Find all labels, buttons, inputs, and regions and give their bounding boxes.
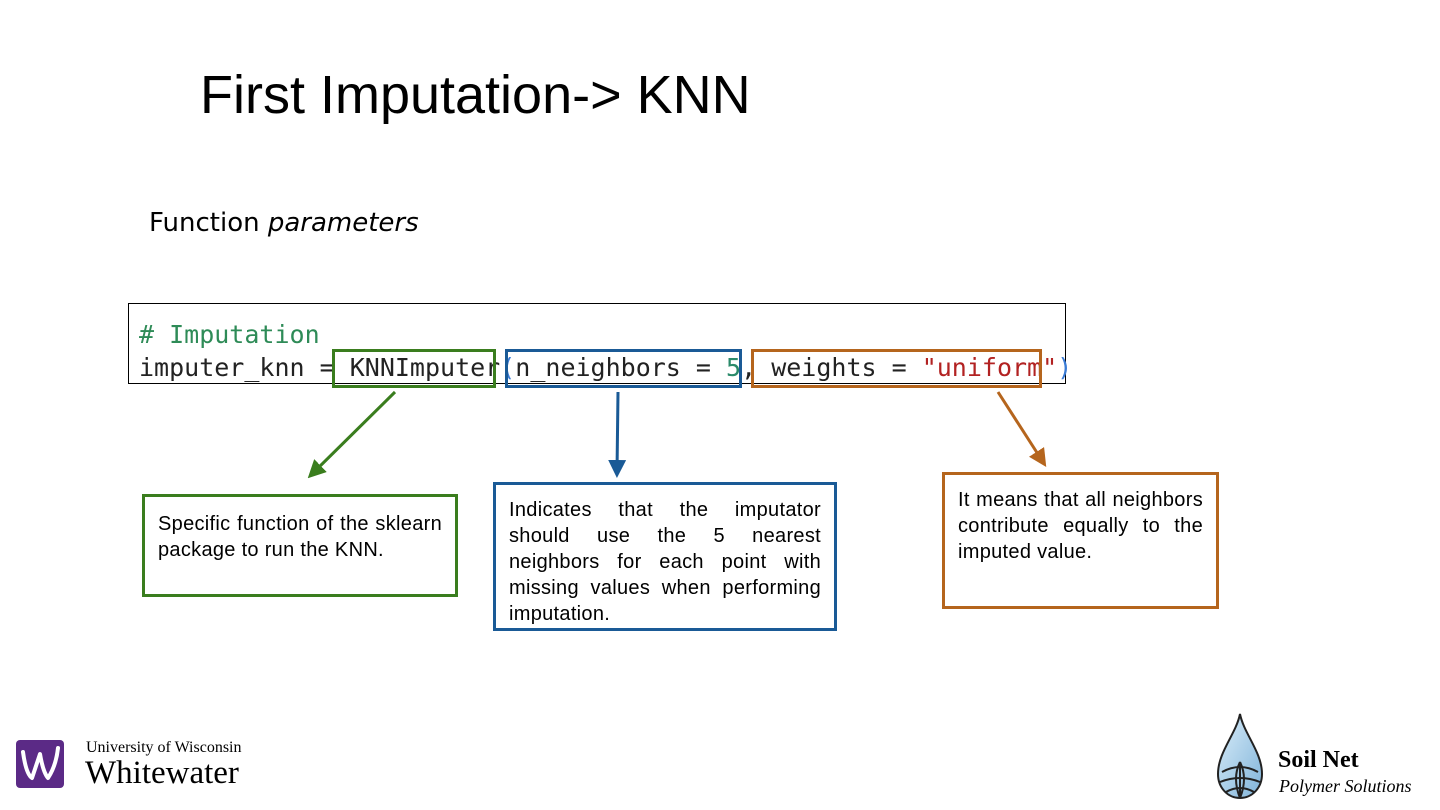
code-call-line: imputer_knn = KNNImputer(n_neighbors = 5…: [139, 353, 1072, 383]
soilnet-tagline: Polymer Solutions: [1279, 776, 1412, 796]
neighbors-highlight-box: [505, 349, 742, 388]
code-close-paren: ): [1057, 353, 1073, 382]
soilnet-logo: Soil Net Polymer Solutions: [1214, 712, 1436, 804]
soilnet-name: Soil Net: [1278, 747, 1359, 773]
slide-title: First Imputation-> KNN: [200, 65, 751, 125]
code-param-weights-value: "uniform": [921, 353, 1058, 382]
function-highlight-box: [332, 349, 496, 388]
neighbors-arrow: [608, 391, 627, 478]
code-assign: imputer_knn =: [139, 353, 350, 382]
function-arrow: [307, 390, 397, 479]
code-param-neighbors-name: n_neighbors =: [515, 353, 727, 382]
code-param-weights-name: weights =: [771, 353, 922, 382]
uww-w-icon: [16, 740, 64, 788]
code-comment: # Imputation: [139, 320, 320, 349]
subtitle-text: Function: [149, 208, 268, 238]
uww-logo-small-text: University of Wisconsin: [86, 739, 242, 756]
uww-logo: University of Wisconsin Whitewater: [16, 736, 266, 792]
weights-highlight-box: [751, 349, 1042, 388]
weights-arrow: [996, 391, 1047, 468]
subtitle-emphasis: parameters: [267, 208, 419, 238]
weights-note: It means that all neighbors contribute e…: [942, 472, 1219, 609]
code-snippet: # Imputation imputer_knn = KNNImputer(n_…: [128, 303, 1072, 384]
function-note: Specific function of the sklearn package…: [142, 494, 458, 597]
water-drop-globe-icon: [1216, 713, 1264, 800]
code-function-name: KNNImputer: [349, 353, 501, 382]
code-param-neighbors-value: 5: [726, 353, 742, 382]
slide-subtitle: Function parameters: [149, 206, 419, 240]
neighbors-note: Indicates that the imputator should use …: [493, 482, 837, 631]
uww-logo-big-text: Whitewater: [85, 755, 239, 791]
